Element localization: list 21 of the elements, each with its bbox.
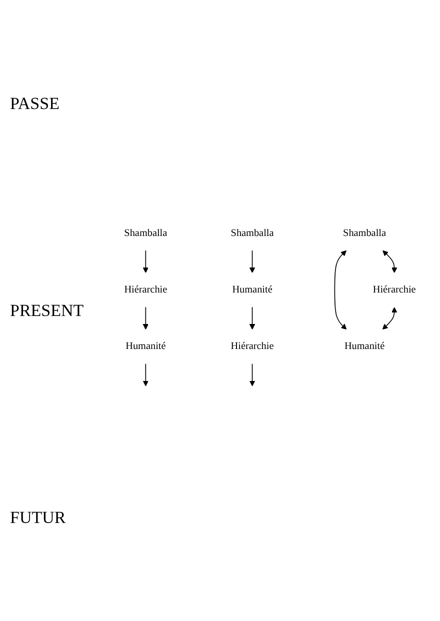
arrow xyxy=(142,250,148,273)
node-text: Shamballa xyxy=(343,227,386,238)
arrow xyxy=(249,250,256,273)
node-text: Shamballa xyxy=(230,227,274,238)
node-text: Humanité xyxy=(126,340,166,352)
arrow xyxy=(249,306,256,330)
node-text: Humanité xyxy=(232,284,272,295)
section-label: PRESENT xyxy=(10,300,85,320)
node-text: Shamballa xyxy=(124,227,168,238)
arrow xyxy=(142,306,148,330)
section-label: FUTUR xyxy=(10,508,67,528)
arrow xyxy=(382,307,398,330)
arrow xyxy=(382,250,398,273)
arrow xyxy=(142,363,148,386)
section-label: PASSE xyxy=(10,94,60,114)
node-text: Hiérarchie xyxy=(372,284,416,295)
node-text: Hiérarchie xyxy=(230,340,274,352)
node-text: Hiérarchie xyxy=(124,284,168,295)
arrow xyxy=(249,363,256,386)
arrow xyxy=(334,250,347,330)
node-text: Humanité xyxy=(344,340,385,352)
